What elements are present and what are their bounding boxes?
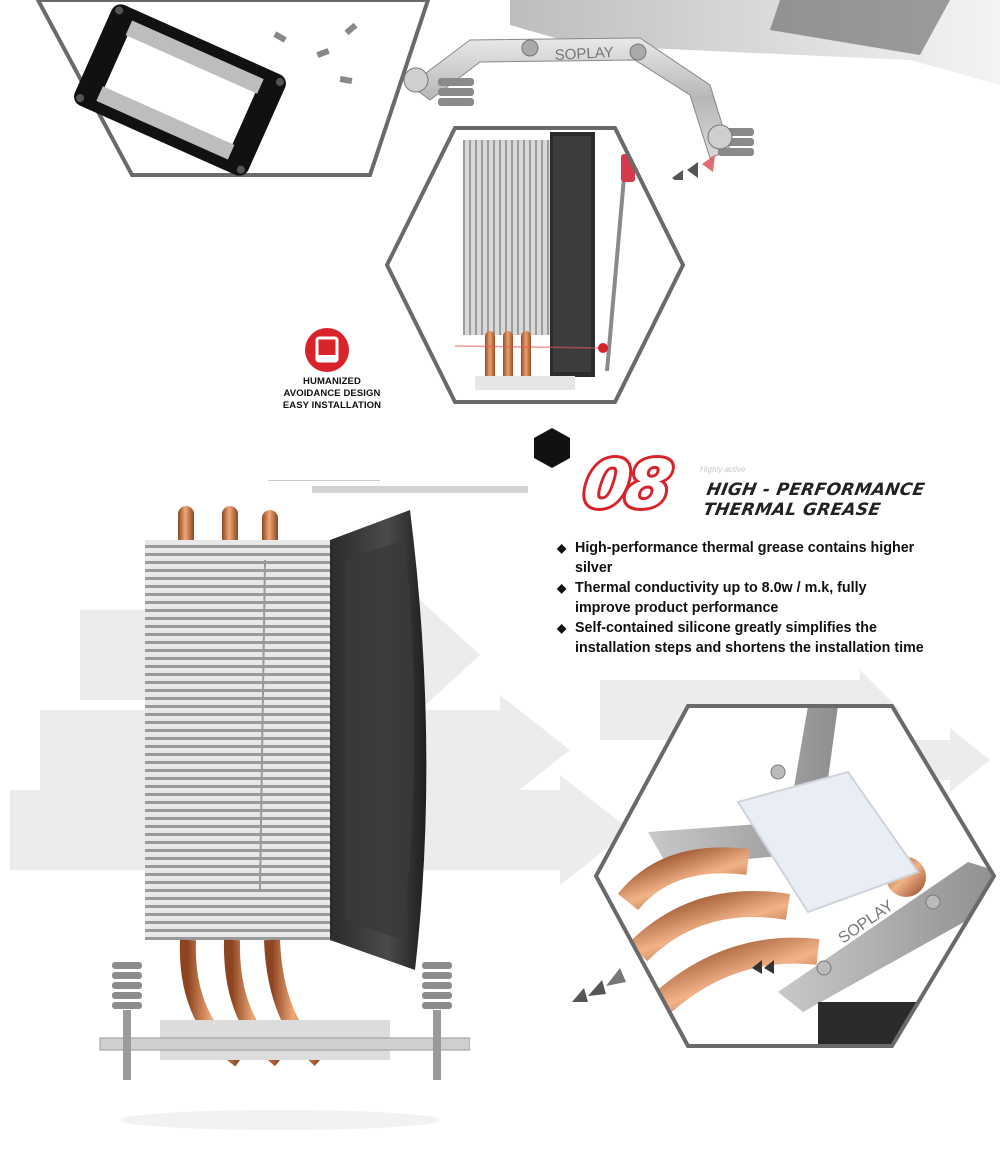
bracket-brand-label: SOPLAY: [554, 44, 614, 64]
section-title: HIGH - PERFORMANCE THERMAL GREASE: [701, 480, 926, 520]
cpu-cooler-image: [90, 500, 470, 1140]
decorative-line: [268, 480, 380, 481]
caption-line-3: EASY INSTALLATION: [282, 400, 382, 411]
diamond-bullet-icon: ◆: [557, 621, 567, 635]
feature-item: ◆High-performance thermal grease contain…: [557, 540, 915, 576]
side-view-hexagon: [385, 126, 685, 404]
section-hexagon-marker: [534, 428, 570, 468]
feature-item: ◆Self-contained silicone greatly simplif…: [557, 620, 924, 656]
screws-image: [273, 22, 358, 84]
installation-icon-badge: [304, 327, 350, 373]
section-tagline: Highly active: [700, 465, 746, 474]
feature-list: ◆High-performance thermal grease contain…: [557, 538, 999, 658]
diamond-bullet-icon: ◆: [557, 581, 567, 595]
backplate-image: [74, 4, 286, 176]
section-title-line-1: HIGH - PERFORMANCE: [705, 480, 927, 500]
backplate-hexagon: [0, 0, 440, 190]
feature-item: ◆Thermal conductivity up to 8.0w / m.k, …: [557, 580, 867, 616]
section-title-line-2: THERMAL GREASE: [701, 500, 883, 520]
caption-line-2: AVOIDANCE DESIGN: [283, 388, 381, 399]
section-number: 08: [576, 443, 677, 526]
decorative-bar: [312, 486, 528, 493]
book-icon: [305, 328, 349, 372]
triangle-arrows: [570, 962, 634, 1004]
mounting-bracket-image: SOPLAY: [390, 0, 1000, 180]
thermal-grease-hexagon: SOPLAY: [588, 702, 1000, 1050]
diamond-bullet-icon: ◆: [557, 541, 567, 555]
caption-line-1: HUMANIZED: [303, 376, 361, 387]
installation-caption: HUMANIZED AVOIDANCE DESIGN EASY INSTALLA…: [262, 376, 402, 412]
